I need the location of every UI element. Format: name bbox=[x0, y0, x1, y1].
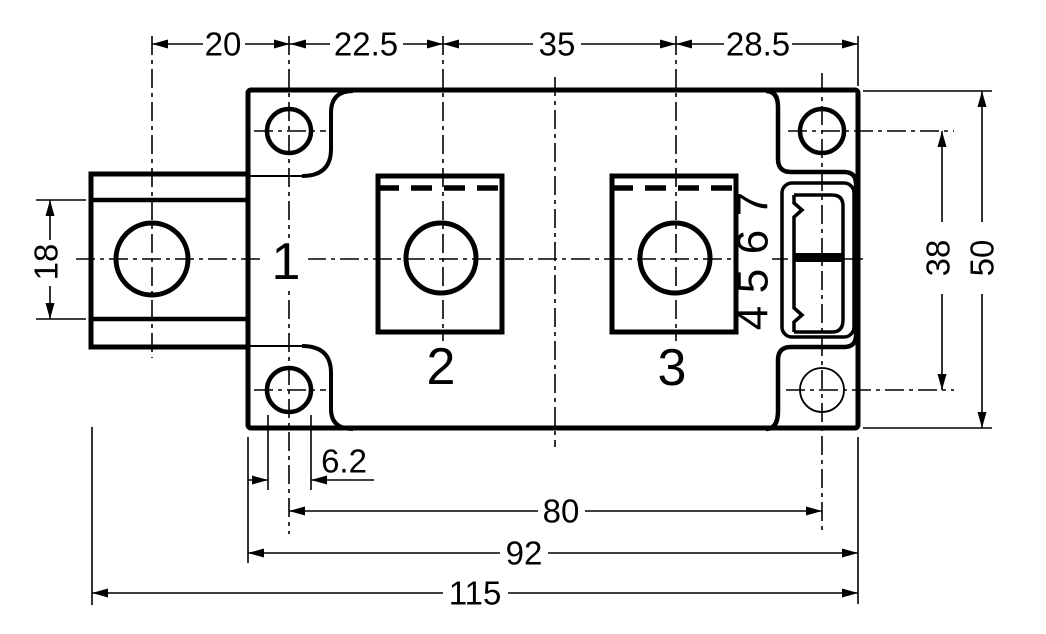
arrowhead bbox=[274, 39, 290, 49]
arrowhead bbox=[290, 39, 306, 49]
label-terminal-3: 3 bbox=[658, 339, 687, 397]
arrowhead bbox=[842, 39, 858, 49]
label-pin-6: 6 bbox=[729, 230, 778, 254]
dim-label-35: 35 bbox=[539, 26, 576, 63]
tab-outline bbox=[88, 171, 251, 350]
control-connector bbox=[765, 88, 859, 432]
label-terminal-1: 1 bbox=[272, 233, 301, 291]
terminal-2-hole bbox=[403, 220, 479, 296]
connector-latch-edge bbox=[792, 195, 805, 332]
label-pin-4: 4 bbox=[729, 306, 778, 330]
mounting-hole-bottom-right bbox=[799, 367, 845, 413]
arrowhead bbox=[842, 588, 858, 598]
arrowhead bbox=[676, 39, 692, 49]
arrowhead bbox=[842, 548, 858, 558]
pad-terminal-2 bbox=[375, 173, 505, 335]
pad3-outline bbox=[609, 173, 739, 335]
pocket-tl-curve bbox=[301, 89, 354, 178]
arrowhead bbox=[660, 39, 676, 49]
dimension-92: 92 bbox=[248, 535, 858, 572]
dim-label-28-5: 28.5 bbox=[726, 26, 790, 63]
dim-label-20: 20 bbox=[205, 26, 242, 63]
label-pin-7: 7 bbox=[729, 192, 778, 216]
dim-label-6-2: 6.2 bbox=[321, 443, 367, 480]
dim-label-18: 18 bbox=[28, 244, 65, 281]
mounting-tab bbox=[88, 171, 251, 350]
pin-number-labels: 4 5 6 7 bbox=[729, 192, 778, 330]
pins-background bbox=[734, 186, 772, 332]
dimension-50: 50 bbox=[964, 91, 1001, 428]
dim-label-38: 38 bbox=[920, 240, 957, 277]
dimension-38: 38 bbox=[920, 131, 957, 390]
arrowhead bbox=[427, 39, 443, 49]
connector-inner-frame bbox=[780, 181, 856, 339]
mounting-hole-bottom-left bbox=[264, 365, 314, 415]
connector-pin-cavity bbox=[794, 193, 845, 334]
pocket-bl-curve bbox=[301, 344, 354, 431]
dimension-6-2: 6.2 bbox=[248, 443, 374, 485]
extension-lines bbox=[36, 36, 992, 605]
dimension-80: 80 bbox=[289, 493, 822, 530]
terminal-labels: 1 2 3 bbox=[272, 233, 687, 397]
arrowhead bbox=[45, 200, 55, 216]
dimension-115: 115 bbox=[92, 575, 858, 612]
label1-background bbox=[264, 238, 308, 286]
arrowhead bbox=[152, 39, 168, 49]
dim-label-50: 50 bbox=[964, 240, 1001, 277]
arrowhead bbox=[289, 506, 305, 516]
dimension-18: 18 bbox=[28, 200, 65, 319]
mounting-holes bbox=[264, 106, 847, 415]
dim-label-80: 80 bbox=[543, 493, 580, 530]
label-terminal-2: 2 bbox=[427, 338, 456, 396]
dimension-top-chain: 20 22.5 35 28.5 bbox=[152, 26, 858, 63]
pad2-outline bbox=[375, 173, 505, 335]
arrowhead bbox=[937, 374, 947, 390]
arrowhead bbox=[45, 303, 55, 319]
arrowhead bbox=[92, 588, 108, 598]
arrowhead bbox=[248, 548, 264, 558]
connector-crossbar bbox=[794, 253, 843, 262]
arrowhead bbox=[806, 506, 822, 516]
arrowhead bbox=[977, 412, 987, 428]
pad-terminal-3 bbox=[609, 173, 739, 335]
mounting-hole-top-right bbox=[797, 106, 847, 156]
dim-label-115: 115 bbox=[449, 575, 502, 612]
dim-label-22-5: 22.5 bbox=[334, 26, 398, 63]
arrowhead bbox=[311, 475, 327, 485]
connector-housing bbox=[765, 88, 859, 432]
label-pin-5: 5 bbox=[729, 269, 778, 293]
arrowhead bbox=[252, 475, 268, 485]
mounting-hole-top-left bbox=[264, 106, 314, 156]
arrowhead bbox=[937, 131, 947, 147]
dim-label-92: 92 bbox=[506, 535, 543, 572]
terminal-1-hole bbox=[113, 220, 191, 298]
terminal-3-hole bbox=[637, 220, 713, 296]
arrowhead bbox=[443, 39, 459, 49]
arrowhead bbox=[977, 91, 987, 107]
